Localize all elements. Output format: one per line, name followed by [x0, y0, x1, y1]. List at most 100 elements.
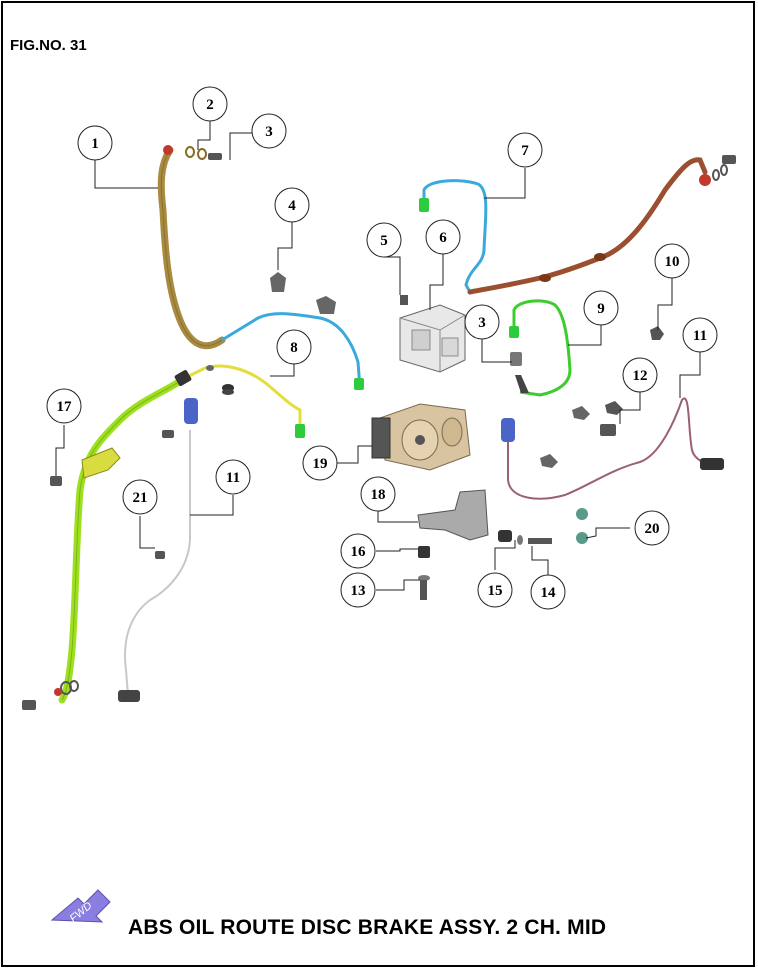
- callout-number: 12: [633, 368, 648, 384]
- callout-1: 1: [77, 125, 113, 161]
- callout-circle: [302, 445, 338, 481]
- callout-circle: [77, 125, 113, 161]
- part-21-bolt: [155, 551, 165, 559]
- part-13-bolt: [420, 580, 427, 600]
- callout-number: 14: [541, 585, 557, 601]
- callout-number: 11: [226, 470, 240, 486]
- callout-20: 20: [634, 510, 670, 546]
- part-2-washer: [185, 146, 195, 158]
- callout-circle: [622, 357, 658, 393]
- callout-number: 9: [597, 301, 605, 317]
- callout-number: 15: [488, 583, 503, 599]
- fwd-arrow-icon: FWD: [50, 889, 111, 925]
- callout-circle: [477, 572, 513, 608]
- pipe-blue-left: [221, 312, 362, 389]
- callout-4: 4: [274, 187, 310, 223]
- part-1-hose-fitting: [163, 145, 173, 155]
- diagram-title: ABS OIL ROUTE DISC BRAKE ASSY. 2 CH. MID: [128, 916, 607, 939]
- front-wheel-speed-sensor: [118, 690, 140, 702]
- callout-circle: [682, 317, 718, 353]
- part-12-clip: [605, 401, 623, 415]
- callout-number: 19: [313, 456, 328, 472]
- callout-circle: [274, 187, 310, 223]
- part-13-washer: [418, 575, 430, 581]
- callout-13: 13: [340, 572, 376, 608]
- callout-5: 5: [366, 222, 402, 258]
- callout-number: 10: [665, 254, 680, 270]
- callout-circle: [530, 574, 566, 610]
- callout-circle: [507, 132, 543, 168]
- part-20-grommet: [576, 508, 588, 520]
- callout-number: 3: [265, 124, 273, 140]
- callout-circle: [634, 510, 670, 546]
- callout-number: 11: [693, 328, 707, 344]
- part-9-fitting: [509, 326, 519, 338]
- callout-circle: [215, 459, 251, 495]
- part-11-front-sensor-cable: [124, 430, 191, 696]
- part-14-bolt: [528, 538, 552, 544]
- callout-number: 2: [206, 97, 214, 113]
- callout-11: 11: [215, 459, 251, 495]
- part-9-brake-pipe: [512, 299, 572, 397]
- part-12-clip-lower: [600, 424, 616, 436]
- callout-number: 5: [380, 233, 388, 249]
- part-3-bolt: [510, 352, 522, 366]
- callout-number: 18: [371, 487, 386, 503]
- part-5-bolt: [400, 295, 408, 305]
- callout-15: 15: [477, 572, 513, 608]
- rear-wheel-speed-sensor: [700, 458, 724, 470]
- callout-number: 20: [645, 521, 660, 537]
- callout-circle: [122, 479, 158, 515]
- rear-banjo-bolt: [722, 155, 736, 164]
- callout-3: 3: [464, 304, 500, 340]
- part-10-clip: [650, 326, 664, 340]
- part-2-washer: [197, 148, 207, 160]
- part-8-brake-pipe: [184, 364, 302, 428]
- front-banjo-bolt: [22, 700, 36, 710]
- callout-6: 6: [425, 219, 461, 255]
- part-15-collar: [498, 530, 512, 542]
- callout-16: 16: [340, 533, 376, 569]
- callout-circle: [360, 476, 396, 512]
- callout-12: 12: [622, 357, 658, 393]
- part-7-brake-pipe: [422, 179, 488, 293]
- callout-19: 19: [302, 445, 338, 481]
- callout-number: 13: [351, 583, 366, 599]
- callout-11: 11: [682, 317, 718, 353]
- callout-7: 7: [507, 132, 543, 168]
- callout-number: 6: [439, 230, 447, 246]
- figure-number: FIG.NO. 31: [10, 37, 87, 54]
- callout-number: 16: [351, 544, 367, 560]
- callout-number: 7: [521, 143, 529, 159]
- callout-9: 9: [583, 290, 619, 326]
- part-3-bolt-lower: [515, 375, 529, 393]
- callout-number: 8: [290, 340, 298, 356]
- hose-clamp: [81, 447, 121, 479]
- callout-circle: [251, 113, 287, 149]
- part-7-fitting: [419, 198, 429, 212]
- callout-circle: [276, 329, 312, 365]
- part-19-abs-modulator: [371, 403, 471, 471]
- part-20-grommet: [576, 532, 588, 544]
- part-6-abs-housing: [399, 304, 466, 373]
- part-16-collar: [418, 546, 430, 558]
- callout-circle: [46, 388, 82, 424]
- callout-18: 18: [360, 476, 396, 512]
- callout-number: 1: [91, 136, 99, 152]
- callout-3: 3: [251, 113, 287, 149]
- callout-circle: [583, 290, 619, 326]
- callout-circle: [340, 533, 376, 569]
- callout-circle: [340, 572, 376, 608]
- part-11-rear-sensor-cable: [507, 397, 721, 500]
- leader-lines: [55, 120, 701, 591]
- part-18-bracket: [417, 489, 489, 541]
- pipe-end-fitting: [354, 378, 364, 390]
- pipe-clip: [316, 296, 336, 314]
- sensor-connector-front: [184, 398, 198, 424]
- callout-21: 21: [122, 479, 158, 515]
- callout-10: 10: [654, 243, 690, 279]
- callout-circle: [654, 243, 690, 279]
- callout-17: 17: [46, 388, 82, 424]
